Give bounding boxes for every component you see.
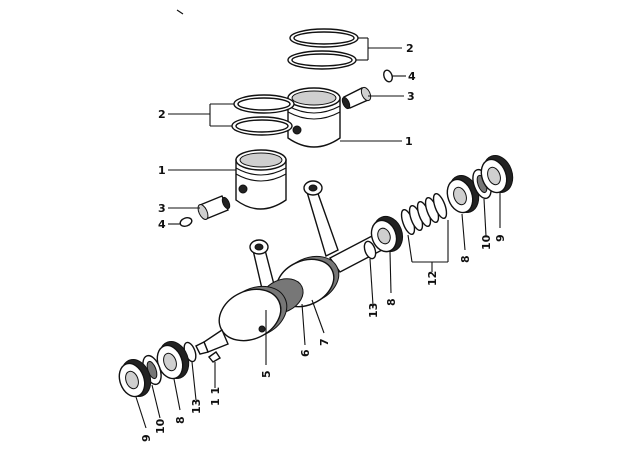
label-bearing-right-b: 8: [459, 255, 472, 263]
seal-left: [118, 359, 152, 398]
label-seal-right: 9: [494, 234, 507, 242]
bearing-left: [156, 341, 190, 380]
label-spacer-left: 10: [154, 418, 167, 434]
piston-left: [235, 149, 287, 210]
leader-lines: [135, 37, 501, 429]
label-spacer-right: 10: [480, 234, 493, 250]
label-pin-left: 3: [158, 202, 166, 215]
label-piston-left: 1: [158, 164, 166, 177]
label-clip-top: 4: [408, 70, 416, 83]
label-pin-top: 3: [407, 90, 415, 103]
key: [207, 351, 221, 363]
piston-rings-left: [231, 94, 295, 136]
piston-pin-left: [197, 195, 231, 220]
bearing-right-outer: [446, 175, 480, 214]
label-rings-left: 2: [158, 108, 166, 121]
label-rod-bearing: 7: [318, 338, 331, 346]
label-washer-right: 13: [367, 303, 380, 318]
shim-stack: [400, 192, 448, 236]
piston-pin-top: [341, 86, 372, 110]
stray-mark: [176, 9, 184, 15]
label-clip-left: 4: [158, 218, 166, 231]
connecting-rod-top: [303, 180, 339, 257]
piston-rings-top: [287, 28, 359, 70]
pin-clip-left: [179, 217, 193, 227]
part-labels: 2 4 3 1 2 1 3 4 5 6 7 13 8 12 8 10 9 1 1…: [140, 42, 507, 442]
bearing-right-inner: [370, 215, 404, 253]
spacer-right: [472, 168, 492, 200]
piston-top: [287, 87, 341, 148]
label-bearing-left: 8: [174, 416, 187, 424]
label-washer-left: 13: [190, 399, 203, 414]
crankshaft: [195, 235, 384, 355]
label-key: 1 1: [209, 387, 222, 406]
label-rings-top: 2: [406, 42, 414, 55]
label-bearing-right-a: 8: [385, 298, 398, 306]
label-shims: 12: [426, 271, 439, 286]
pin-clip-top: [383, 69, 393, 83]
label-piston-top: 1: [405, 135, 413, 148]
seal-right: [480, 155, 514, 194]
label-rod-left: 5: [260, 370, 273, 378]
label-seal-left: 9: [140, 434, 153, 442]
washer-right: [363, 240, 377, 260]
label-flywheel: 6: [299, 349, 312, 357]
